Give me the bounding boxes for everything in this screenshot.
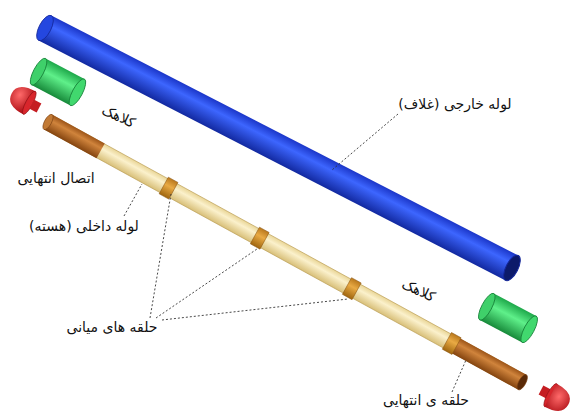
end-connection	[6, 82, 46, 120]
part-label: حلقه های میانی	[65, 319, 160, 336]
leader-lines	[124, 114, 466, 392]
part-label: کلاهک	[97, 100, 139, 132]
part-label: کلاهک	[397, 274, 439, 306]
inner-core	[40, 112, 530, 392]
part-label: حلقه ی انتهایی	[381, 392, 471, 409]
end-connection	[535, 379, 575, 412]
cap	[27, 56, 89, 108]
part-label: لوله خارجی (غلاف)	[396, 96, 513, 113]
part-label: اتصال انتهایی	[15, 170, 96, 187]
part-label: لوله داخلی (هسته)	[27, 218, 141, 235]
cap	[475, 291, 540, 345]
